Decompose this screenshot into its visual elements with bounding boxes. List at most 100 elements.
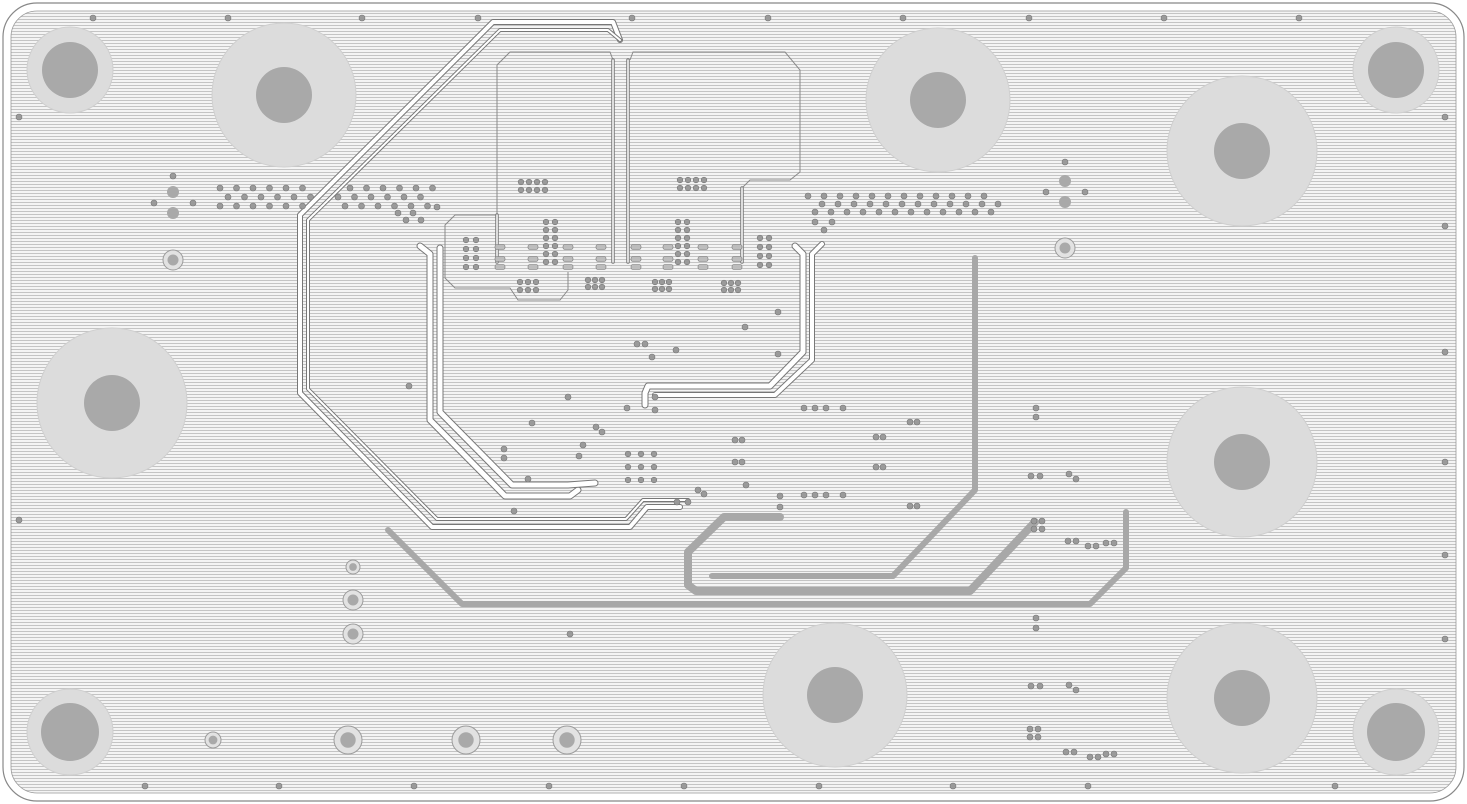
via — [551, 234, 559, 242]
via — [524, 286, 532, 294]
via — [282, 202, 290, 210]
smd-pad — [494, 244, 506, 250]
via — [584, 283, 592, 291]
via — [374, 202, 382, 210]
via — [930, 200, 938, 208]
via — [939, 208, 947, 216]
via — [551, 258, 559, 266]
via — [651, 393, 659, 401]
via — [1034, 725, 1042, 733]
via — [1441, 635, 1449, 643]
via — [282, 184, 290, 192]
smd-pad — [527, 264, 539, 270]
via — [756, 261, 764, 269]
trace-layer — [297, 19, 1129, 607]
via — [542, 226, 550, 234]
via — [1032, 404, 1040, 412]
via — [462, 263, 470, 271]
smd-pad — [662, 256, 674, 262]
via — [233, 202, 240, 210]
via — [1094, 753, 1102, 761]
via — [987, 208, 995, 216]
via — [346, 184, 354, 192]
power-trace-bottom — [385, 509, 1129, 607]
via — [658, 285, 666, 293]
via — [1038, 525, 1046, 533]
via — [472, 236, 480, 244]
mounting-pad-hole — [42, 42, 98, 98]
via — [624, 476, 632, 484]
via — [598, 283, 606, 291]
mounting-pad-hole — [84, 375, 140, 431]
through-hole-pad — [347, 594, 359, 606]
smd-pad — [697, 244, 709, 250]
via — [676, 184, 684, 192]
smd-pad — [731, 256, 743, 262]
via — [542, 258, 550, 266]
via — [1061, 158, 1069, 166]
via — [964, 192, 972, 200]
via — [868, 192, 876, 200]
via — [551, 242, 559, 250]
via — [363, 184, 370, 192]
via — [1072, 475, 1080, 483]
via — [820, 192, 828, 200]
via — [351, 193, 358, 201]
via — [216, 184, 224, 192]
through-hole-pad — [1059, 175, 1071, 187]
via — [674, 226, 682, 234]
via — [384, 193, 391, 201]
smd-pad — [662, 264, 674, 270]
through-hole-pad — [167, 186, 179, 198]
via — [290, 193, 298, 201]
via — [410, 782, 418, 790]
via — [516, 286, 524, 294]
via — [1086, 753, 1094, 761]
via — [533, 178, 541, 186]
via — [906, 418, 914, 426]
via — [720, 286, 728, 294]
smd-pad — [731, 264, 743, 270]
via — [417, 216, 425, 224]
via — [913, 418, 921, 426]
via — [584, 276, 592, 284]
via — [266, 202, 273, 210]
via — [650, 476, 658, 484]
via — [839, 491, 847, 499]
via — [510, 507, 518, 515]
via — [598, 276, 606, 284]
via — [776, 492, 784, 500]
via — [872, 463, 880, 471]
via — [1102, 539, 1110, 547]
via — [402, 216, 410, 224]
smd-pad — [562, 256, 574, 262]
via — [684, 498, 692, 506]
via — [400, 193, 408, 201]
smd-pad — [662, 244, 674, 250]
via — [818, 200, 826, 208]
via — [811, 404, 819, 412]
via — [542, 218, 550, 226]
via — [684, 176, 692, 184]
via — [598, 428, 606, 436]
power-trace-loop — [684, 513, 1039, 595]
via — [1110, 750, 1118, 758]
via — [1025, 14, 1033, 22]
mounting-pad-hole — [1214, 434, 1270, 490]
via — [1065, 470, 1073, 478]
via — [738, 436, 746, 444]
via — [765, 261, 773, 269]
via — [1441, 113, 1449, 121]
smd-pad — [697, 264, 709, 270]
via — [150, 199, 158, 207]
via — [932, 192, 940, 200]
via — [673, 498, 681, 506]
via — [674, 242, 682, 250]
via — [962, 200, 970, 208]
via — [734, 286, 742, 294]
via — [15, 113, 23, 121]
via — [641, 340, 649, 348]
via — [650, 450, 658, 458]
via — [843, 208, 851, 216]
via — [822, 404, 830, 412]
